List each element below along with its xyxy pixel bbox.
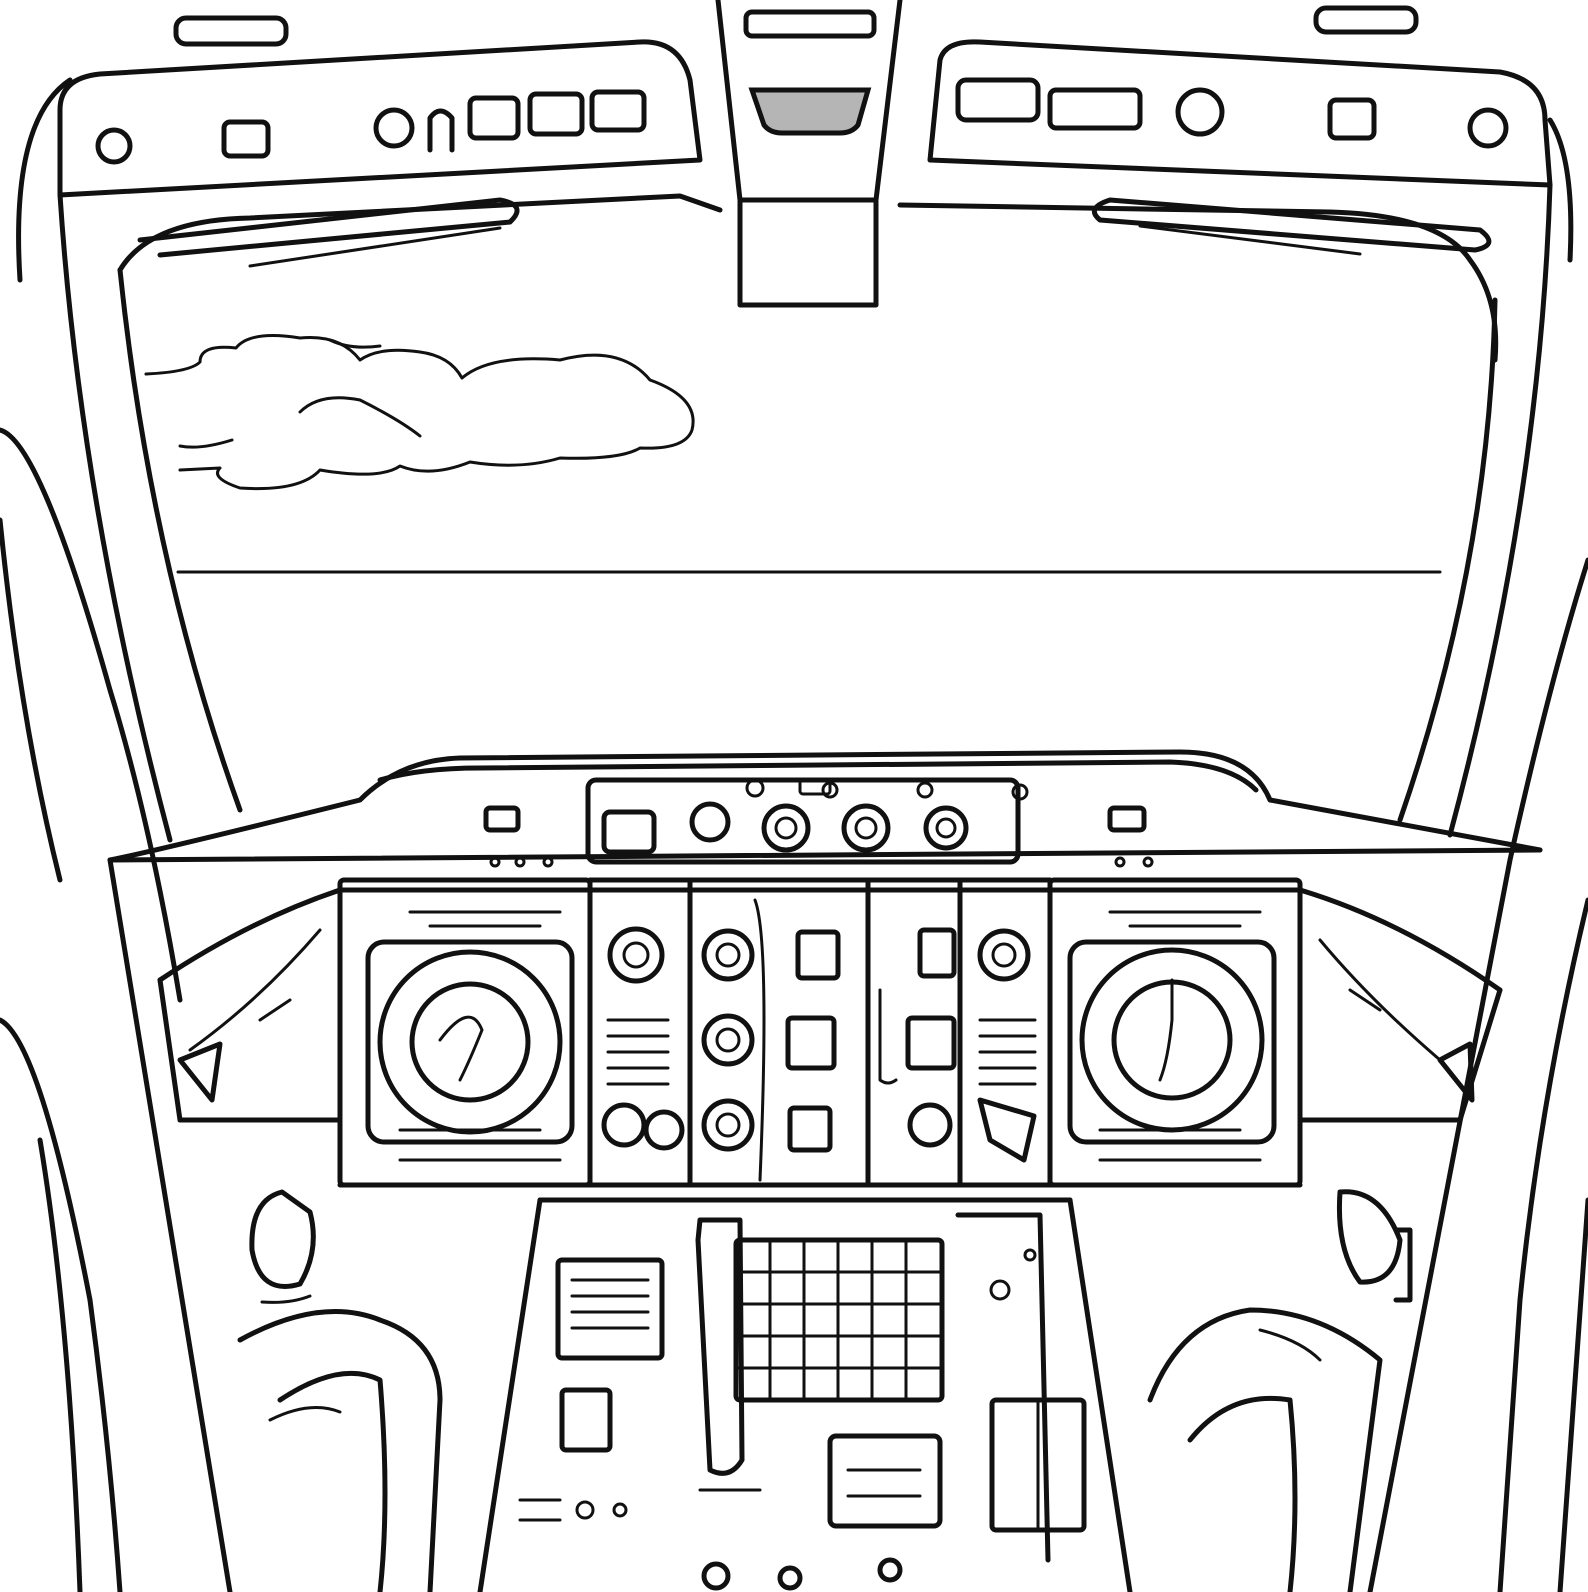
attitude-indicator-icon xyxy=(365,910,575,1162)
heading-indicator-icon xyxy=(1067,910,1277,1162)
copilot-seat-icon xyxy=(1147,1307,1383,1592)
control-yoke-icon xyxy=(249,1189,1413,1304)
pilot-seat-icon xyxy=(237,1309,443,1592)
overhead-switches-left xyxy=(95,89,647,165)
glareshield xyxy=(107,749,1543,868)
overhead-switches-right xyxy=(955,77,1509,149)
center-pedestal xyxy=(477,1197,1133,1592)
autopilot-knobs xyxy=(689,778,1029,853)
visor-shade-icon xyxy=(748,87,872,136)
keypad-icon xyxy=(733,1237,945,1403)
windshield xyxy=(57,182,1553,843)
overhead-frame xyxy=(16,0,1574,308)
instrument-panel xyxy=(107,847,1543,1188)
side-walls xyxy=(0,427,1588,1592)
cloud-icon xyxy=(144,334,695,491)
gauge-icon xyxy=(601,898,1037,1182)
